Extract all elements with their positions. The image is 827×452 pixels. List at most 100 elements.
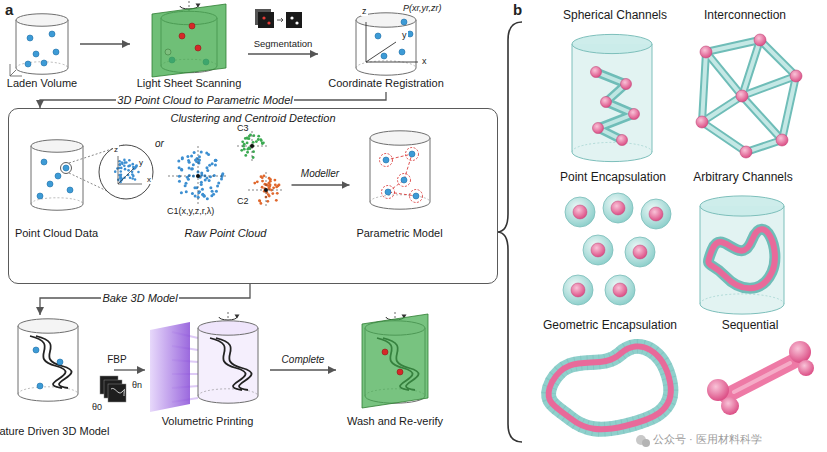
bone-end: [721, 397, 739, 415]
cell-sphere: [696, 116, 708, 128]
point-dot: [278, 184, 281, 187]
point-dot: [205, 151, 208, 154]
cell-core: [611, 201, 625, 215]
point-dot: [206, 197, 209, 200]
axis-line: [366, 42, 396, 62]
point-dot: [375, 33, 381, 39]
point-dot: [181, 157, 184, 160]
point-dot: [272, 186, 275, 189]
point-dot: [123, 164, 126, 167]
shell-texture: [548, 346, 670, 429]
point-dot: [220, 178, 223, 181]
point-dot: [127, 169, 130, 172]
capsule-shell: [605, 275, 635, 305]
channel-tube: [782, 76, 796, 140]
point-dot: [119, 163, 122, 166]
point-dot: [198, 155, 201, 158]
cylinder-top: [198, 321, 258, 335]
point-dot: [165, 49, 171, 55]
fitted-sphere: [382, 186, 395, 199]
point-dot: [381, 53, 387, 59]
point-dot: [119, 170, 122, 173]
fitted-sphere: [410, 190, 423, 203]
rotation-arrowhead: [196, 4, 201, 8]
axis-line: [366, 22, 367, 62]
point-dot: [243, 148, 246, 151]
point-dot: [264, 188, 268, 192]
point-dot: [261, 180, 264, 183]
point-dot: [255, 140, 258, 143]
edge-label: Bake 3D Model: [101, 292, 178, 305]
point-dot: [250, 144, 254, 148]
point-dot: [180, 191, 183, 194]
annotation-label: z: [113, 145, 119, 154]
point-dot: [205, 166, 208, 169]
point-dot: [241, 140, 244, 143]
cylinder-top: [16, 14, 68, 26]
panel-heading: Clustering and Centroid Detection: [170, 112, 335, 125]
node-label: Feature Driven 3D Model: [0, 425, 109, 438]
edge-label: FBP: [106, 354, 127, 366]
cell-sphere: [776, 134, 788, 146]
cell-sphere: [591, 67, 602, 78]
cylinder-back: [18, 387, 78, 394]
point-dot: [185, 182, 188, 185]
point-dot: [266, 200, 269, 203]
step-node: Point Cloud Data: [10, 132, 104, 242]
capsule-shell: [625, 237, 655, 267]
cylinder-body: [31, 146, 83, 210]
point-dot: [213, 174, 216, 177]
channel-core: [782, 76, 796, 140]
light-pattern: [150, 322, 190, 412]
point-dot: [262, 16, 265, 19]
point-dot: [409, 151, 415, 157]
annotation-label: or: [154, 138, 165, 150]
point-dot: [124, 168, 127, 171]
step-node: Coordinate Registration: [318, 8, 454, 92]
cylinder-body: [198, 328, 258, 403]
node-label: Spherical Channels: [563, 8, 667, 22]
cylinder-body: [16, 20, 68, 74]
channel-core: [702, 122, 746, 152]
cell-core: [633, 245, 647, 259]
cylinder-body: [700, 206, 784, 314]
cylinder-top: [31, 140, 83, 152]
category-node: Geometric Encapsulation: [532, 316, 688, 336]
channel-tube: [702, 52, 706, 122]
point-dot: [269, 180, 272, 183]
step-node: Laden Volume: [4, 10, 80, 92]
cylinder-body: [18, 326, 78, 401]
capsule-shell: [583, 235, 613, 265]
node-label: Laden Volume: [7, 77, 77, 90]
point-dot: [252, 134, 255, 137]
slice-image: [258, 12, 274, 28]
light-sheet: [152, 4, 226, 77]
cylinder-back: [700, 294, 784, 304]
flow-arrow: [270, 369, 336, 370]
bone-shaft: [726, 360, 796, 396]
annotation-label: y: [401, 30, 408, 40]
highlight-ring: [61, 163, 72, 174]
point-dot: [256, 180, 259, 183]
point-dot: [132, 175, 135, 178]
cell-sphere: [700, 46, 712, 58]
cylinder-top: [572, 34, 652, 53]
annotation-label: y: [138, 158, 144, 167]
flow-arrow: [114, 369, 145, 370]
point-dot: [259, 138, 262, 141]
point-dot: [131, 177, 134, 180]
point-dot: [194, 158, 197, 161]
point-dot: [123, 159, 126, 162]
point-dot: [33, 347, 39, 353]
point-dot: [185, 190, 188, 193]
point-dot: [125, 161, 128, 164]
point-dot: [275, 199, 278, 202]
point-dot: [244, 154, 247, 157]
point-dot: [246, 142, 249, 145]
capsule-shell: [641, 199, 671, 229]
cylinder-back: [572, 142, 652, 152]
cell-core: [613, 283, 627, 297]
capsule-shell: [548, 346, 670, 429]
